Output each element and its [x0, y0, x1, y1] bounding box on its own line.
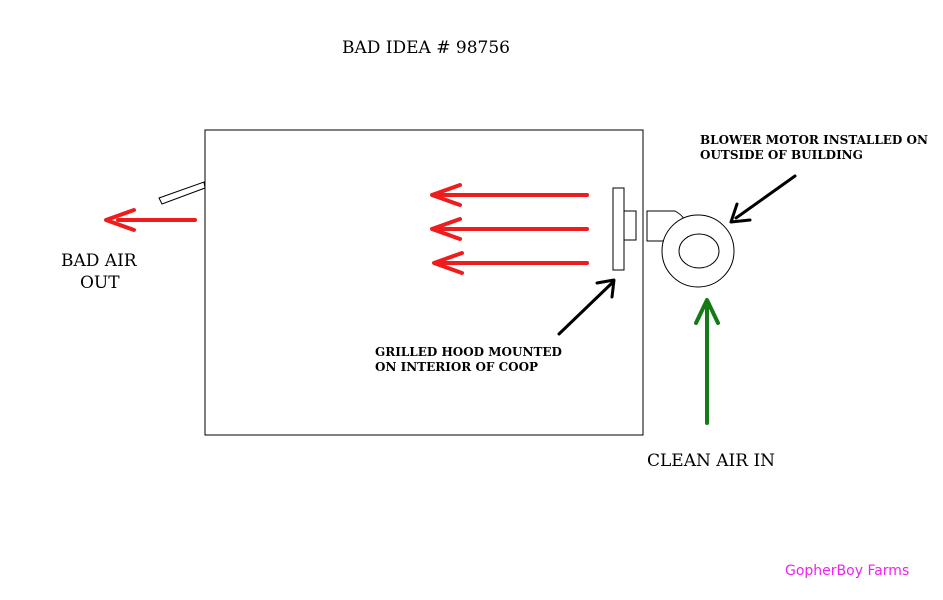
clean-air-in-arrow: [694, 298, 720, 425]
hood-mount: [623, 210, 637, 241]
blower-label-line2: OUTSIDE OF BUILDING: [700, 148, 863, 162]
blower-intake: [678, 233, 720, 269]
blower-pointer-arrow: [729, 174, 797, 224]
diagram-title: BAD IDEA # 98756: [342, 38, 510, 58]
hood-label-line2: ON INTERIOR OF COOP: [375, 360, 538, 374]
interior-airflow-arrow-2: [430, 217, 589, 241]
bad-air-out-arrow: [104, 208, 197, 232]
clean-air-label: CLEAN AIR IN: [647, 451, 775, 471]
bad-air-label-line2: OUT: [80, 273, 120, 293]
interior-airflow-arrow-1: [430, 183, 589, 207]
blower-motor: [646, 210, 735, 288]
interior-airflow-arrow-3: [432, 251, 589, 275]
coop-building: [204, 129, 644, 436]
hood-pointer-arrow: [557, 278, 616, 336]
grilled-hood: [612, 187, 625, 271]
brand-label: GopherBoy Farms: [785, 563, 909, 579]
hood-label-line1: GRILLED HOOD MOUNTED: [375, 345, 562, 359]
bad-air-label-line1: BAD AIR: [61, 251, 138, 271]
blower-label-line1: BLOWER MOTOR INSTALLED ON: [700, 133, 928, 147]
vent-flap: [158, 181, 206, 205]
